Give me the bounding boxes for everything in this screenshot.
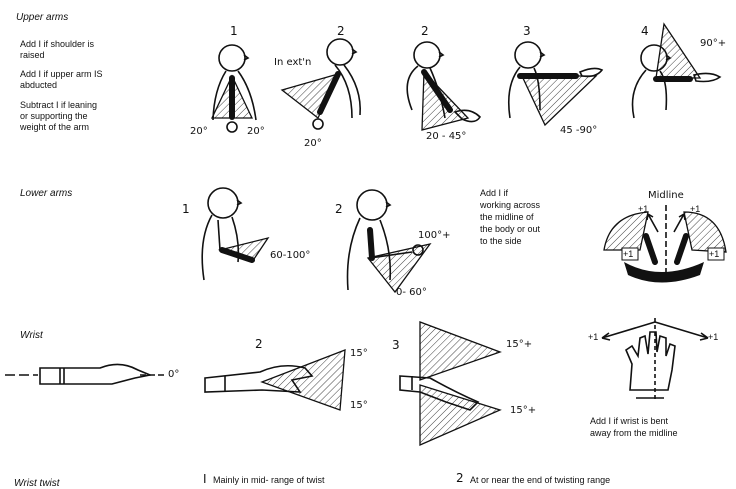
plus-one-sign: +1 <box>638 204 649 214</box>
wrist-heading: Wrist <box>20 330 43 341</box>
plus-one-sign: +1 <box>623 249 634 259</box>
upper-arms-note-line: weight of the arm <box>20 122 90 132</box>
lower-arms-note-line: the midline of <box>480 212 534 222</box>
angle-label: 45 -90° <box>560 125 598 136</box>
upper-arm-panel-number: 1 <box>230 24 238 38</box>
angle-label: 15°+ <box>506 339 533 350</box>
wrist-figure-2 <box>204 349 346 411</box>
plus-one-sign: +1 <box>690 204 701 214</box>
upper-arms-note-line: Add I if upper arm IS <box>20 69 103 79</box>
wrist-deviation-note-line: away from the midline <box>590 428 678 438</box>
lower-arm-figure-2 <box>346 189 432 294</box>
angle-label: 100°+ <box>418 230 451 241</box>
upper-arm-figure-3 <box>507 41 604 127</box>
upper-arm-figure-2a <box>280 38 361 130</box>
plus-one-sign: +1 <box>708 332 719 342</box>
lower-arms-note-line: Add I if <box>480 188 509 198</box>
wrist-deviation-note-line: Add I if wrist is bent <box>590 416 669 426</box>
lower-arm-figure-1 <box>201 187 270 281</box>
wrist-deviation-figure <box>601 318 709 400</box>
lower-arm-panel-number: 1 <box>182 202 190 216</box>
lower-arms-note-line: the body or out <box>480 224 541 234</box>
lower-arms-note-line: to the side <box>480 236 522 246</box>
angle-label: 20° <box>190 126 208 137</box>
lower-arms-note-line: working across <box>480 200 541 210</box>
angle-label: 15°+ <box>510 405 537 416</box>
upper-arm-figure-4 <box>631 22 722 119</box>
angle-label: 60-100° <box>270 250 311 261</box>
wrist-panel-number: 3 <box>392 338 400 352</box>
upper-arms-note-line: Add I if shoulder is <box>20 39 95 49</box>
plus-one-sign: +1 <box>588 332 599 342</box>
upper-arm-panel-number: 3 <box>523 24 531 38</box>
upper-arm-panel-number: 4 <box>641 24 649 38</box>
upper-arms-note-line: or supporting the <box>20 111 88 121</box>
upper-arm-figure-2b <box>406 41 482 131</box>
angle-label: 20 - 45° <box>426 131 467 142</box>
angle-label: 0° <box>168 369 180 380</box>
upper-arm-panel-number: 2 <box>337 24 345 38</box>
wrist-twist-option-number: I <box>203 472 207 486</box>
upper-arm-panel-number: 2 <box>421 24 429 38</box>
angle-label: 15° <box>350 348 368 359</box>
angle-label: 20° <box>247 126 265 137</box>
wrist-figure-3 <box>399 321 502 446</box>
wrist-twist-option-text: Mainly in mid- range of twist <box>213 475 325 485</box>
extension-label: In ext'n <box>274 57 312 68</box>
wrist-figure-1 <box>5 363 165 385</box>
angle-label: 20° <box>304 138 322 149</box>
wrist-twist-heading: Wrist twist <box>14 478 60 489</box>
upper-arms-note-line: abducted <box>20 80 58 90</box>
upper-arms-note-line: Subtract I if leaning <box>20 100 98 110</box>
angle-label: 90°+ <box>700 38 727 49</box>
wrist-twist-option-number: 2 <box>456 471 464 485</box>
angle-label: 15° <box>350 400 368 411</box>
wrist-panel-number: 2 <box>255 337 263 351</box>
upper-arms-note-line: raised <box>20 50 45 60</box>
upper-arm-figure-1 <box>210 44 257 133</box>
wrist-twist-option-text: At or near the end of twisting range <box>470 475 611 485</box>
midline-label: Midline <box>648 190 684 201</box>
angle-label: 0- 60° <box>396 287 427 298</box>
lower-arm-panel-number: 2 <box>335 202 343 216</box>
lower-arms-heading: Lower arms <box>20 188 73 199</box>
plus-one-sign: +1 <box>709 249 720 259</box>
upper-arms-heading: Upper arms <box>16 12 69 23</box>
midline-figure <box>603 205 727 283</box>
